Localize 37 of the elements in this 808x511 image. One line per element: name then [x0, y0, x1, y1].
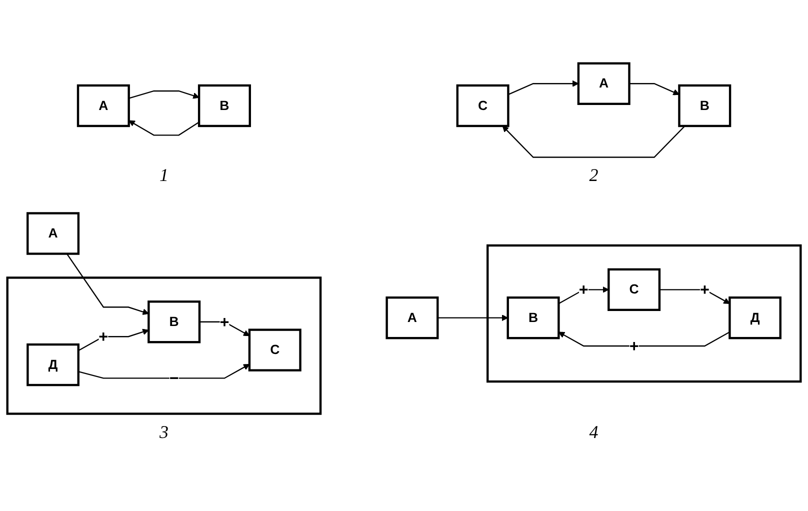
arrow [128, 90, 200, 99]
edge-label: + [220, 312, 230, 332]
node-box: Д [728, 296, 782, 340]
edge-label: − [169, 369, 179, 388]
arrow [558, 332, 730, 347]
node-box: С [608, 268, 661, 311]
panel-number: 2 [589, 166, 598, 186]
arrow [508, 80, 579, 96]
arrow [502, 126, 686, 158]
arrow [128, 120, 200, 136]
node-box: В [198, 84, 251, 128]
cluster [6, 276, 322, 415]
edge-label: + [629, 336, 639, 356]
node-box: А [386, 296, 439, 340]
cluster [486, 244, 802, 383]
panel-number: 1 [159, 166, 168, 186]
node-box: С [456, 84, 510, 128]
arrow [78, 328, 149, 352]
node-box: А [577, 62, 630, 105]
edge-label: + [98, 327, 108, 346]
arrow [659, 289, 730, 304]
arrow [78, 364, 250, 379]
node-box: А [76, 84, 130, 128]
edge-label: + [578, 280, 588, 299]
arrow [438, 314, 508, 322]
arrow [629, 83, 680, 96]
node-box: С [248, 328, 302, 372]
panel-number: 3 [159, 422, 168, 442]
edge-label: + [700, 280, 710, 299]
node-box: В [678, 84, 732, 128]
panel-number: 4 [589, 422, 598, 442]
node-box: В [506, 296, 560, 340]
node-box: В [148, 300, 201, 344]
node-box: А [26, 212, 80, 255]
arrow [66, 253, 149, 315]
arrow [558, 286, 609, 304]
node-box: Д [26, 343, 80, 386]
